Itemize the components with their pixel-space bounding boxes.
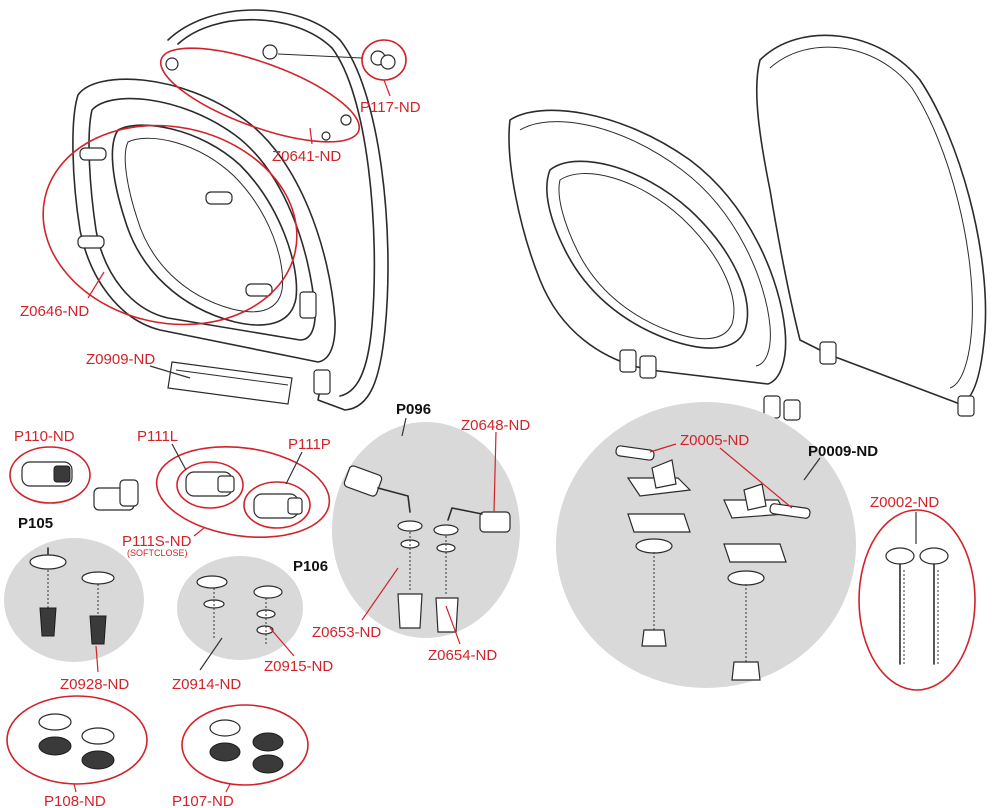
label-p111p: P111P <box>288 436 331 453</box>
z0002-bolts <box>885 547 949 665</box>
right-toilet-seat-drawing <box>508 34 987 421</box>
label-p111l: P111L <box>137 428 178 445</box>
label-z0653: Z0653-ND <box>312 624 381 641</box>
ring-z0646 <box>42 124 298 326</box>
p096-parts <box>343 465 511 633</box>
label-p108: P108-ND <box>44 793 106 808</box>
ring-p108 <box>6 695 148 785</box>
label-p0009: P0009-ND <box>808 443 878 460</box>
ring-p110 <box>9 446 91 504</box>
label-p107: P107-ND <box>172 793 234 808</box>
label-z0005: Z0005-ND <box>680 432 749 449</box>
label-z0002: Z0002-ND <box>870 494 939 511</box>
p105-bolts <box>29 547 115 645</box>
group-p105 <box>4 538 144 662</box>
label-p106: P106 <box>293 558 328 575</box>
p0009-hinge-parts <box>615 445 811 681</box>
p107-caps <box>209 719 284 774</box>
ring-z0641 <box>159 47 361 143</box>
label-z0654: Z0654-ND <box>428 647 497 664</box>
ring-p111l <box>176 461 244 509</box>
ring-p111p <box>243 481 311 529</box>
p110-hinge-part <box>21 461 139 511</box>
p111-hinge-parts <box>185 471 303 519</box>
left-toilet-seat-drawing <box>72 9 389 411</box>
ring-p111s <box>155 445 331 539</box>
ring-p107 <box>181 704 309 786</box>
label-z0648: Z0648-ND <box>461 417 530 434</box>
label-p110: P110-ND <box>14 428 75 445</box>
label-z0928: Z0928-ND <box>60 676 129 693</box>
label-z0646: Z0646-ND <box>20 303 89 320</box>
label-p096: P096 <box>396 401 431 418</box>
label-z0914: Z0914-ND <box>172 676 241 693</box>
ring-z0002 <box>858 509 976 691</box>
label-p117: P117-ND <box>360 99 421 116</box>
label-z0909: Z0909-ND <box>86 351 155 368</box>
label-z0641: Z0641-ND <box>272 148 341 165</box>
p106-bolts <box>196 575 283 646</box>
label-p111s: P111S-ND <box>122 533 192 550</box>
label-softclose: (SOFTCLOSE) <box>127 548 188 558</box>
group-p0009 <box>556 402 856 688</box>
p108-caps <box>38 713 115 770</box>
label-z0915: Z0915-ND <box>264 658 333 675</box>
label-p105: P105 <box>18 515 53 532</box>
